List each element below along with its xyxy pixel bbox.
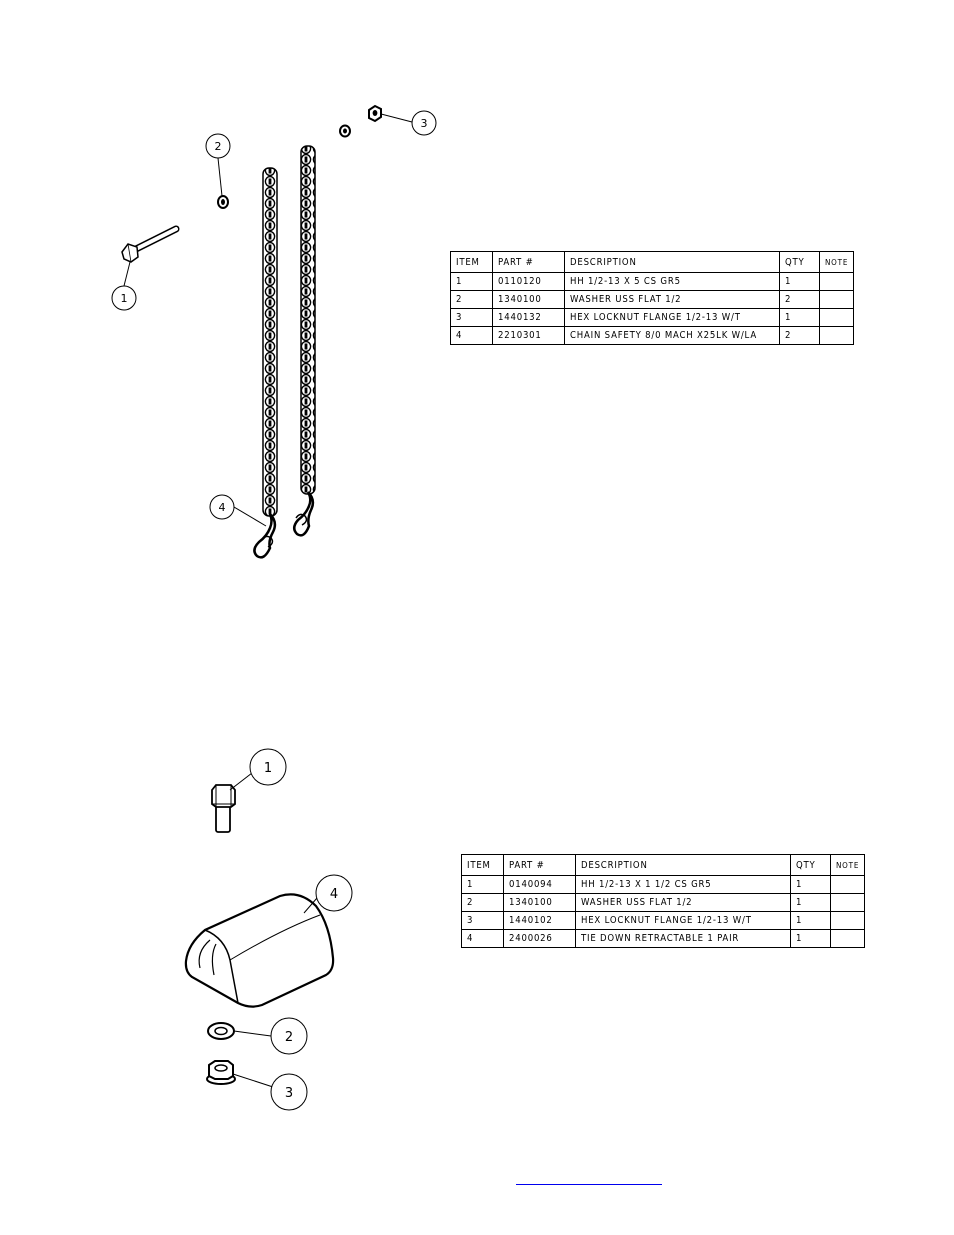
- cell-description: HEX LOCKNUT FLANGE 1/2-13 W/T: [575, 911, 791, 930]
- cell-note: [818, 272, 855, 291]
- cell-item: 3: [461, 911, 504, 930]
- cell-description: HH 1/2-13 X 1 1/2 CS GR5: [575, 875, 791, 894]
- cell-description: CHAIN SAFETY 8/0 MACH X25LK W/LA: [564, 326, 780, 345]
- balloon-bottom-1: 1: [249, 748, 287, 786]
- parts-table-bottom: ITEM PART # DESCRIPTION QTY NOTE 1 01400…: [461, 854, 866, 948]
- washer-top-2: [339, 124, 351, 138]
- col-qty: QTY: [790, 854, 831, 876]
- washer-top: [217, 195, 229, 209]
- safety-chain-left: [253, 167, 278, 559]
- cell-description: WASHER USS FLAT 1/2: [564, 290, 780, 309]
- cell-qty: 1: [790, 893, 831, 912]
- col-note: NOTE: [818, 251, 855, 273]
- table-row: 3 1440132 HEX LOCKNUT FLANGE 1/2-13 W/T …: [450, 308, 855, 327]
- tie-down: [184, 893, 335, 1008]
- cell-qty: 2: [779, 290, 820, 309]
- cell-description: HEX LOCKNUT FLANGE 1/2-13 W/T: [564, 308, 780, 327]
- svg-text:4: 4: [219, 501, 226, 514]
- cell-part: 1440102: [503, 911, 576, 930]
- table-row: 1 0110120 HH 1/2-13 X 5 CS GR5 1: [450, 272, 855, 291]
- table-row: 2 1340100 WASHER USS FLAT 1/2 2: [450, 290, 855, 309]
- safety-chain-right: [293, 145, 316, 537]
- cell-note: [829, 929, 866, 948]
- cell-item: 1: [450, 272, 493, 291]
- cell-note: [829, 893, 866, 912]
- col-part: PART #: [503, 854, 576, 876]
- cell-item: 3: [450, 308, 493, 327]
- svg-text:3: 3: [285, 1086, 293, 1101]
- cell-note: [829, 911, 866, 930]
- table-header-row: ITEM PART # DESCRIPTION QTY NOTE: [461, 854, 866, 876]
- col-qty: QTY: [779, 251, 820, 273]
- cell-note: [818, 308, 855, 327]
- cell-qty: 1: [779, 272, 820, 291]
- cell-part: 2210301: [492, 326, 565, 345]
- table-header-row: ITEM PART # DESCRIPTION QTY NOTE: [450, 251, 855, 273]
- balloon-bottom-2: 2: [270, 1017, 308, 1055]
- cell-item: 4: [450, 326, 493, 345]
- cell-description: WASHER USS FLAT 1/2: [575, 893, 791, 912]
- cell-description: HH 1/2-13 X 5 CS GR5: [564, 272, 780, 291]
- svg-text:2: 2: [215, 140, 222, 153]
- cell-item: 1: [461, 875, 504, 894]
- cell-qty: 1: [790, 911, 831, 930]
- table-row: 3 1440102 HEX LOCKNUT FLANGE 1/2-13 W/T …: [461, 911, 866, 930]
- col-part: PART #: [492, 251, 565, 273]
- cell-note: [818, 326, 855, 345]
- cell-description: TIE DOWN RETRACTABLE 1 PAIR: [575, 929, 791, 948]
- cell-qty: 1: [779, 308, 820, 327]
- cell-item: 2: [461, 893, 504, 912]
- col-description: DESCRIPTION: [575, 854, 791, 876]
- cell-part: 1340100: [503, 893, 576, 912]
- locknut-bottom: [206, 1060, 236, 1085]
- col-note: NOTE: [829, 854, 866, 876]
- locknut-top: [368, 104, 382, 123]
- col-description: DESCRIPTION: [564, 251, 780, 273]
- cell-part: 1440132: [492, 308, 565, 327]
- cell-qty: 1: [790, 875, 831, 894]
- table-row: 1 0140094 HH 1/2-13 X 1 1/2 CS GR5 1: [461, 875, 866, 894]
- svg-text:3: 3: [421, 117, 428, 130]
- washer-bottom: [207, 1022, 235, 1040]
- cell-qty: 2: [779, 326, 820, 345]
- cell-part: 0140094: [503, 875, 576, 894]
- footer-link[interactable]: [516, 1168, 662, 1185]
- svg-text:1: 1: [121, 292, 128, 305]
- svg-text:1: 1: [264, 761, 272, 776]
- cell-note: [818, 290, 855, 309]
- table-row: 4 2400026 TIE DOWN RETRACTABLE 1 PAIR 1: [461, 929, 866, 948]
- parts-table-top: ITEM PART # DESCRIPTION QTY NOTE 1 01101…: [450, 251, 855, 345]
- cell-part: 0110120: [492, 272, 565, 291]
- balloon-bottom-4: 4: [315, 874, 353, 912]
- short-bolt: [211, 784, 236, 833]
- col-item: ITEM: [461, 854, 504, 876]
- cell-note: [829, 875, 866, 894]
- table-row: 4 2210301 CHAIN SAFETY 8/0 MACH X25LK W/…: [450, 326, 855, 345]
- cell-part: 2400026: [503, 929, 576, 948]
- cell-part: 1340100: [492, 290, 565, 309]
- long-bolt: [121, 225, 180, 263]
- balloon-bottom-3: 3: [270, 1073, 308, 1111]
- cell-item: 2: [450, 290, 493, 309]
- balloon-top-1: 1: [111, 285, 137, 311]
- cell-qty: 1: [790, 929, 831, 948]
- cell-item: 4: [461, 929, 504, 948]
- balloon-top-3: 3: [411, 110, 437, 136]
- col-item: ITEM: [450, 251, 493, 273]
- balloon-top-2: 2: [205, 133, 231, 159]
- svg-text:2: 2: [285, 1030, 293, 1045]
- balloon-top-4: 4: [209, 494, 235, 520]
- svg-text:4: 4: [330, 887, 338, 902]
- table-row: 2 1340100 WASHER USS FLAT 1/2 1: [461, 893, 866, 912]
